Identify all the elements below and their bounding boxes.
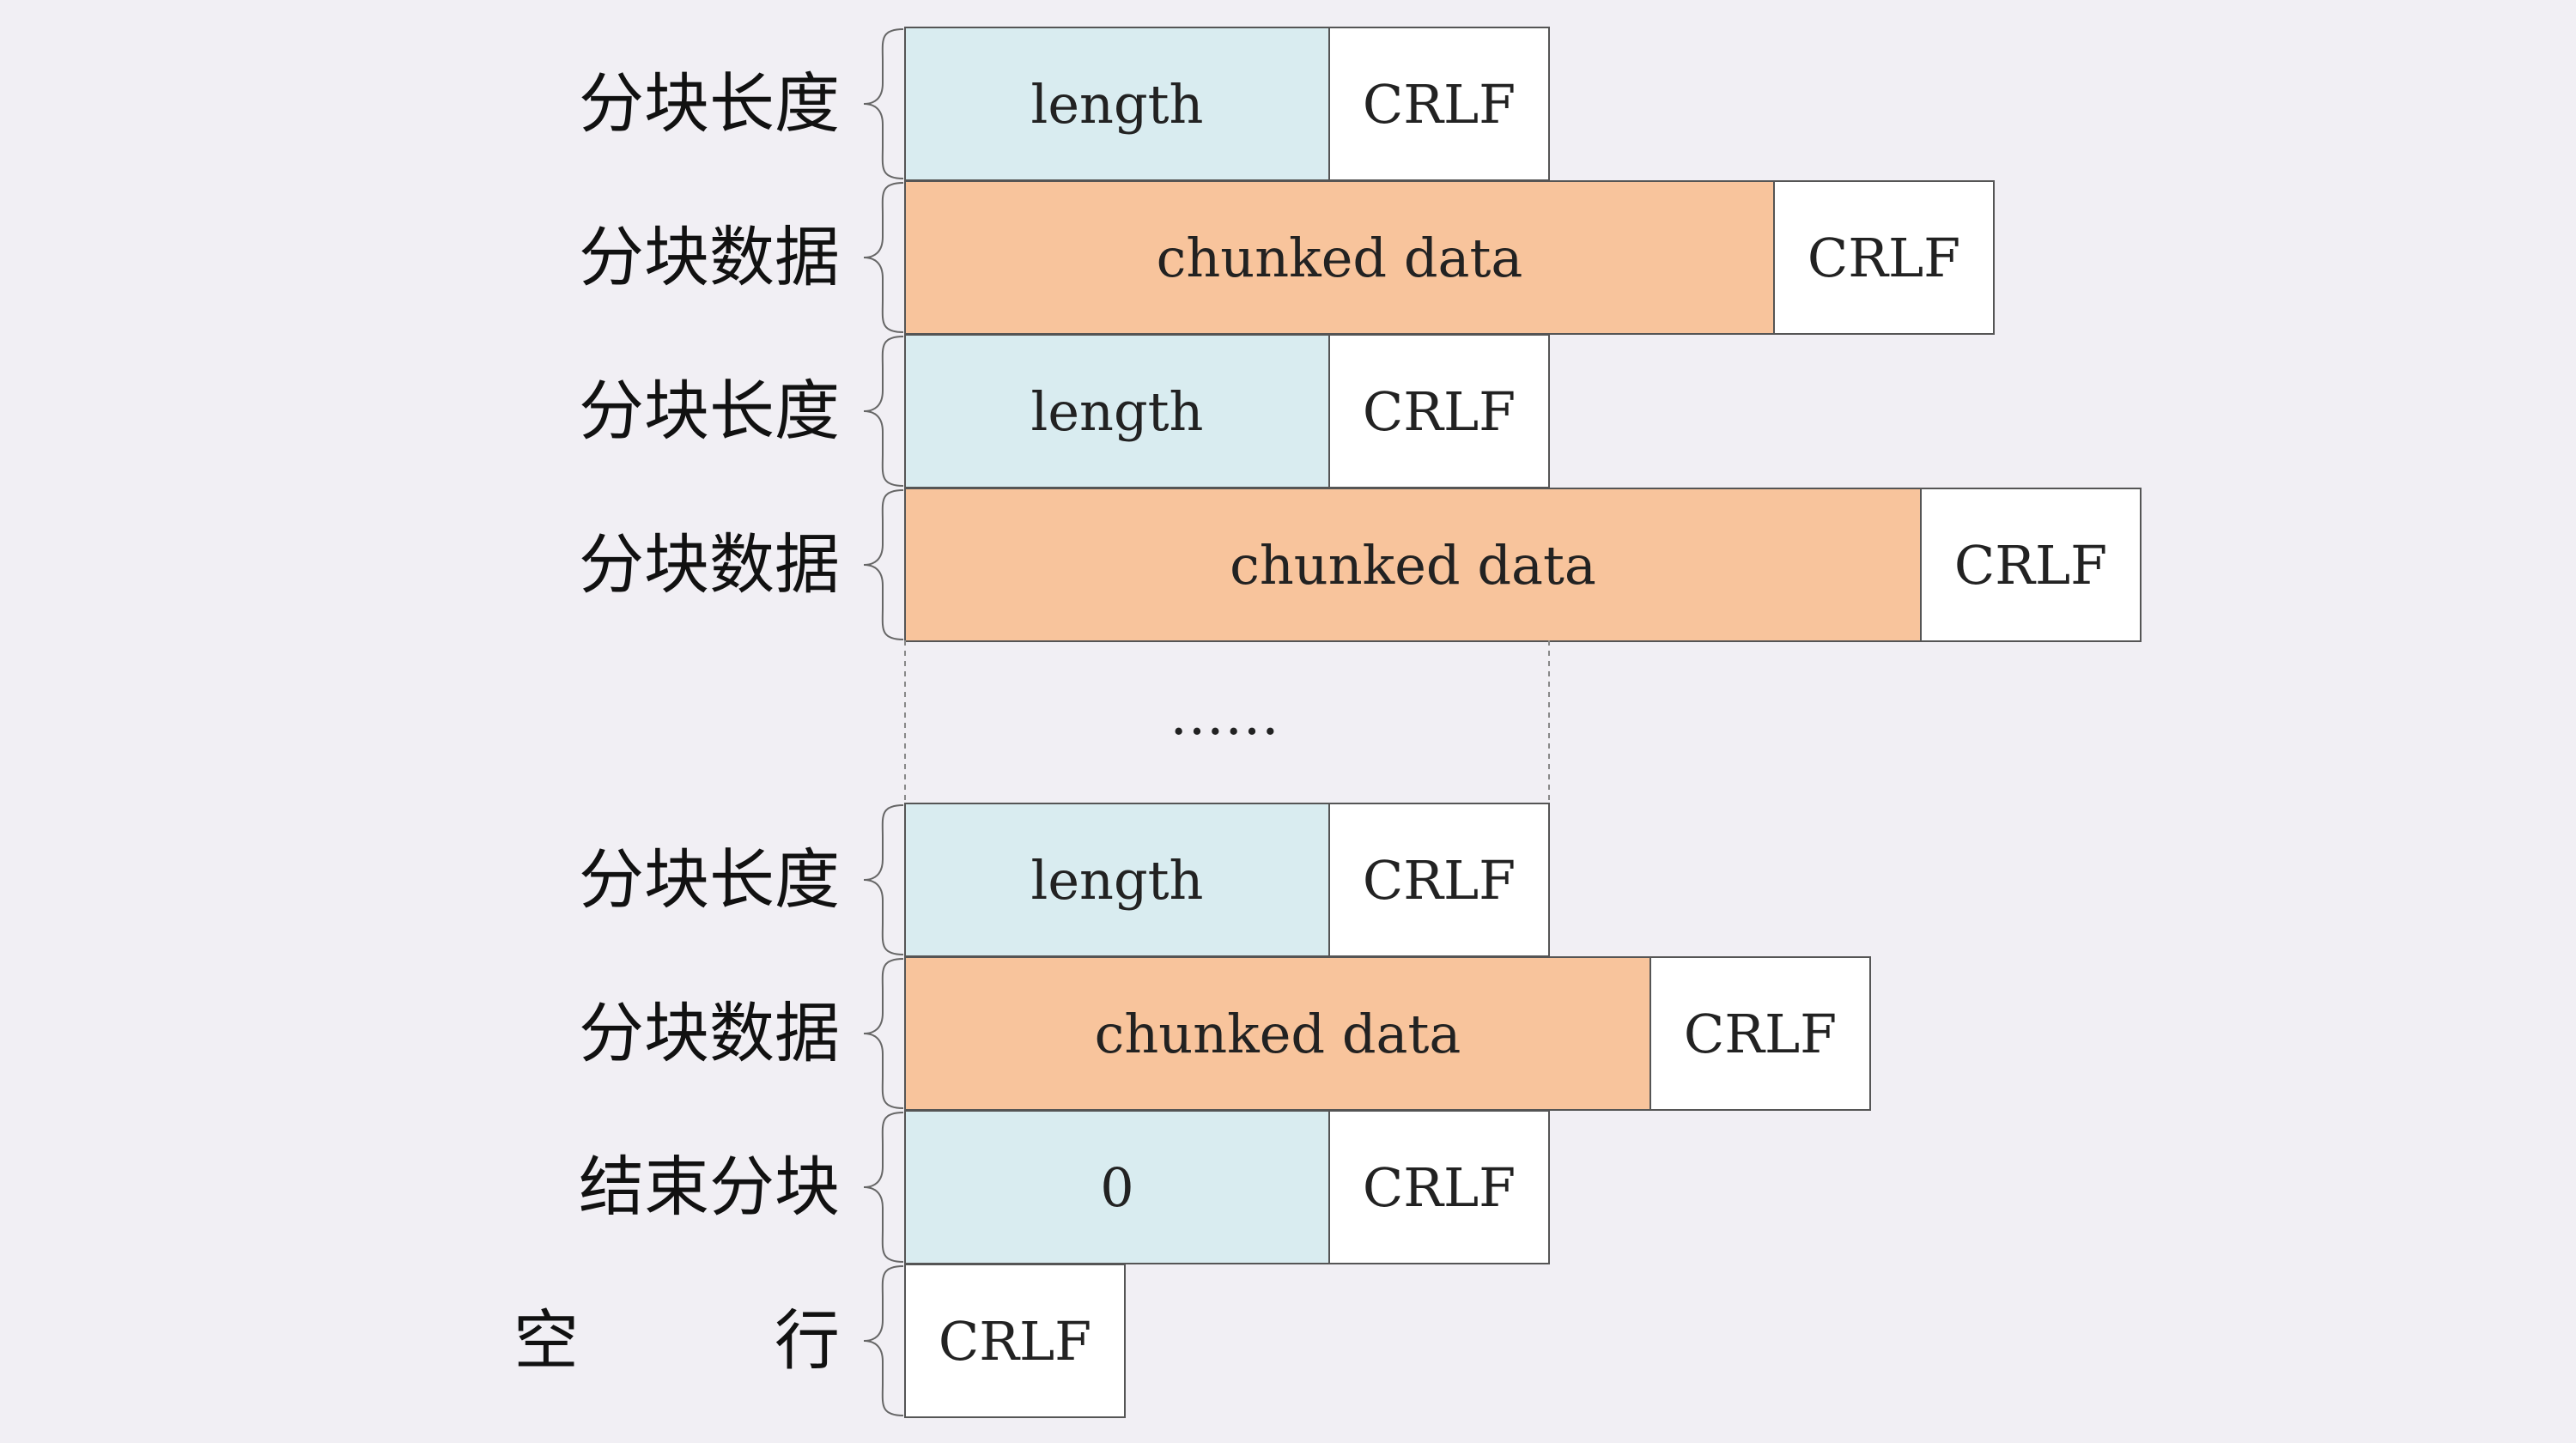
row-label: 分块长度 — [579, 373, 840, 449]
brace-icon — [863, 336, 904, 487]
row-length: 分块长度 length CRLF — [579, 803, 1550, 957]
crlf-text: CRLF — [1363, 849, 1516, 912]
row-label: 结束分块 — [579, 1149, 840, 1225]
row-data: 分块数据 chunked data CRLF — [579, 488, 2142, 642]
chunk-data-box — [904, 488, 1922, 642]
chunk-length-box — [904, 27, 1330, 181]
row-empty: 空 行 CRLF — [513, 1264, 1126, 1418]
crlf-text: CRLF — [1954, 534, 2107, 597]
row-label: 分块长度 — [579, 65, 840, 142]
chunk-length-text: length — [1031, 849, 1204, 912]
row-label: 分块长度 — [579, 841, 840, 918]
brace-icon — [863, 958, 904, 1109]
chunk-length-box — [904, 334, 1330, 488]
brace-icon — [863, 28, 904, 179]
crlf-box — [1328, 1110, 1550, 1264]
crlf-box — [1920, 488, 2142, 642]
crlf-box — [1773, 180, 1995, 335]
row-length: 分块长度 length CRLF — [579, 27, 1550, 181]
brace-icon — [863, 1112, 904, 1263]
crlf-text: CRLF — [1807, 227, 1960, 289]
chunk-data-text: chunked data — [1230, 534, 1596, 597]
brace-icon — [863, 1265, 904, 1416]
crlf-text: CRLF — [1684, 1003, 1837, 1065]
row-length: 结束分块 0 CRLF — [579, 1110, 1550, 1264]
row-data: 分块数据 chunked data CRLF — [579, 956, 1871, 1111]
chunk-data-text: chunked data — [1095, 1003, 1461, 1065]
row-label: 空 行 — [513, 1302, 840, 1379]
chunk-length-box — [904, 1110, 1330, 1264]
chunk-length-text: length — [1031, 380, 1204, 443]
ellipsis-separator: …… — [904, 640, 1550, 803]
row-length: 分块长度 length CRLF — [579, 334, 1550, 488]
chunk-length-text: 0 — [1100, 1156, 1133, 1219]
chunk-length-text: length — [1031, 73, 1204, 136]
crlf-box — [904, 1264, 1126, 1418]
crlf-box — [1328, 803, 1550, 957]
ellipsis-text: …… — [1170, 684, 1279, 748]
row-label: 分块数据 — [579, 995, 840, 1071]
crlf-text: CRLF — [1363, 1156, 1516, 1219]
brace-icon — [863, 182, 904, 333]
row-label: 分块数据 — [579, 526, 840, 603]
brace-icon — [863, 804, 904, 955]
crlf-box — [1328, 27, 1550, 181]
crlf-box — [1649, 956, 1871, 1111]
crlf-box — [1328, 334, 1550, 488]
crlf-text: CRLF — [1363, 73, 1516, 136]
row-label: 分块数据 — [579, 219, 840, 295]
row-data: 分块数据 chunked data CRLF — [579, 180, 1995, 335]
chunk-data-text: chunked data — [1157, 227, 1523, 289]
chunk-data-box — [904, 180, 1775, 335]
brace-icon — [863, 489, 904, 640]
crlf-text: CRLF — [939, 1310, 1091, 1373]
crlf-text: CRLF — [1363, 380, 1516, 443]
